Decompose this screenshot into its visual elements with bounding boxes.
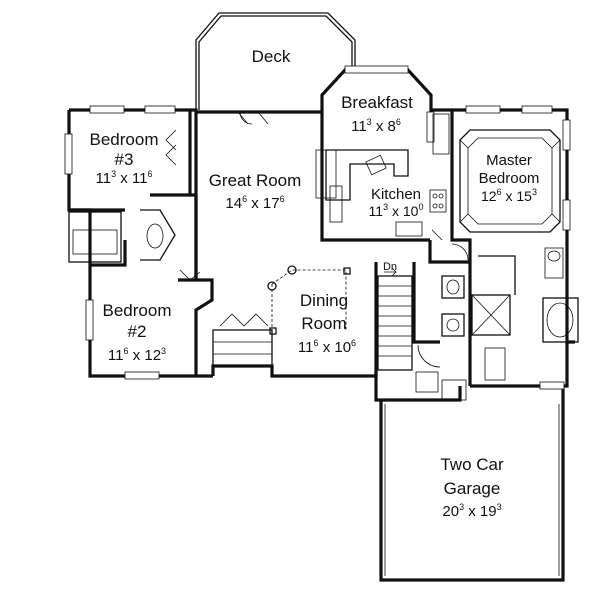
master-dims: 126 x 153 <box>481 187 537 204</box>
utility-fixtures <box>415 275 467 401</box>
kitchen-dims: 113 x 100 <box>369 202 424 219</box>
dining-label-1: Dining <box>300 291 348 310</box>
left-bath-fixtures <box>68 209 176 263</box>
deck-label: Deck <box>252 47 291 66</box>
bedroom2-number: #2 <box>128 322 147 341</box>
dining-label-2: Room <box>301 314 346 333</box>
dining-ceiling <box>267 265 351 335</box>
kitchen-fixtures <box>315 113 450 237</box>
breakfast-dims: 113 x 86 <box>351 117 401 135</box>
doors <box>165 111 469 368</box>
kitchen-label: Kitchen <box>371 186 421 203</box>
bedroom3-label: Bedroom <box>90 130 159 149</box>
great-room-hearth <box>212 329 273 367</box>
bedroom3-number: #3 <box>115 150 134 169</box>
garage-label-2: Garage <box>444 479 501 498</box>
bedroom2-dims: 116 x 123 <box>108 346 166 364</box>
master-bath-fixtures <box>471 247 579 381</box>
master-label-2: Bedroom <box>479 170 540 187</box>
garage-details <box>384 404 560 576</box>
garage-dims: 203 x 193 <box>442 502 501 520</box>
garage-label-1: Two Car <box>440 455 504 474</box>
great-room-dims: 146 x 176 <box>225 194 284 212</box>
bedroom3-dims: 113 x 116 <box>95 169 152 187</box>
staircase <box>377 267 413 371</box>
master-label-1: Master <box>486 152 532 169</box>
deck-area <box>195 12 356 110</box>
stair-down-label: Dn <box>383 261 397 273</box>
dining-dims: 116 x 106 <box>298 338 356 356</box>
bedroom2-label: Bedroom <box>103 301 172 320</box>
great-room-label: Great Room <box>209 171 302 190</box>
room-labels: Deck Breakfast 113 x 86 Bedroom #3 113 x… <box>90 47 540 520</box>
breakfast-label: Breakfast <box>341 93 413 112</box>
master-tray-ceiling <box>459 129 561 233</box>
interior-walls <box>69 110 472 386</box>
windows <box>64 65 571 390</box>
